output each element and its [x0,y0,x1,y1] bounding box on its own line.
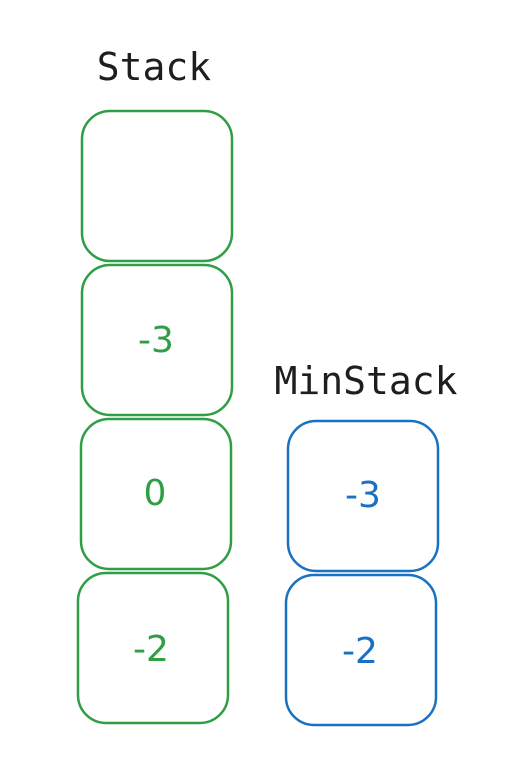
minstack-cell-box [284,573,438,727]
stack-cell-value: -3 [138,320,174,361]
minstack-cell-value: -2 [342,631,378,672]
stack-cell-2: -3 [80,263,234,417]
minstack-column: -3 -2 [284,419,440,727]
stack-column: -3 0 -2 [76,109,234,725]
stack-cell-3: 0 [79,417,233,571]
minstack-cell-box [286,419,440,573]
minstack-title: MinStack [274,359,457,403]
minstack-cell-1: -3 [286,419,440,573]
stack-cell-value: 0 [144,473,167,514]
minstack-cell-value: -3 [345,475,381,516]
stack-cell-box [80,263,234,417]
stack-cell-box [79,417,233,571]
minstack-cell-2: -2 [284,573,438,727]
stack-title: Stack [97,45,212,89]
stack-cell-1 [80,109,234,263]
stack-cell-box [76,571,230,725]
stack-cell-box [80,109,234,263]
stack-cell-value: -2 [133,629,169,670]
stack-cell-4: -2 [76,571,230,725]
